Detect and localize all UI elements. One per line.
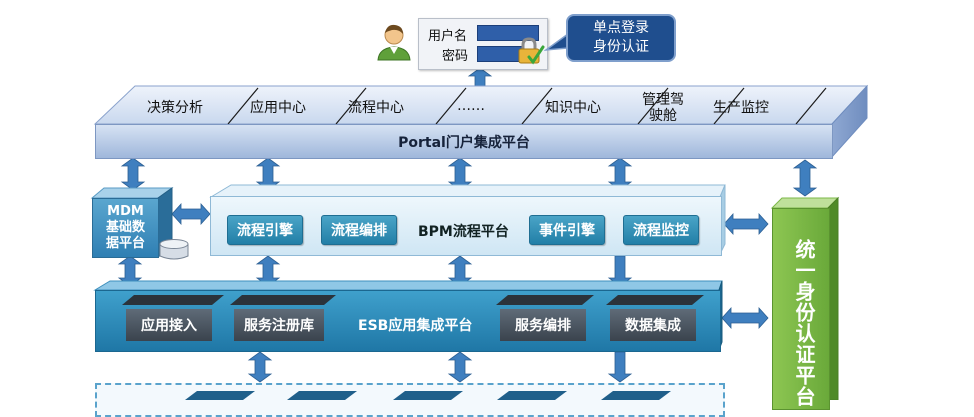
module-label: 数据集成: [625, 318, 681, 334]
portal-app-label: 生产监控: [713, 100, 769, 116]
bpm-module-process-orchestration[interactable]: 流程编排: [321, 215, 397, 245]
portal-app-app-center[interactable]: 应用中心: [233, 100, 323, 116]
arrow-bpm-to-identity: [723, 212, 769, 236]
portal-app-knowledge-center[interactable]: 知识中心: [528, 100, 618, 116]
portal-app-more[interactable]: ……: [426, 98, 516, 114]
portal-app-label: ……: [457, 98, 485, 114]
mdm-label-line1: MDM: [107, 204, 144, 219]
mdm-label-line3: 据平台: [105, 236, 145, 251]
module-label: 流程编排: [331, 223, 387, 239]
portal-app-process-center[interactable]: 流程中心: [331, 100, 421, 116]
lock-check-icon: [518, 37, 545, 65]
mdm-platform: MDM 基础数 据平台: [92, 198, 159, 258]
sso-callout-line1: 单点登录: [593, 20, 649, 36]
module-label: 服务注册库: [244, 318, 314, 334]
user-avatar-icon: [377, 24, 411, 61]
esb-title: ESB应用集成平台: [358, 318, 473, 334]
portal-app-label: 决策分析: [147, 100, 203, 116]
portal-app-management-cockpit[interactable]: 管理驾 驶舱: [618, 92, 708, 124]
database-icon: [159, 239, 189, 260]
bpm-module-process-monitor[interactable]: 流程监控: [623, 215, 699, 245]
bpm-platform: 流程引擎 流程编排 BPM流程平台 事件引擎 流程监控: [210, 196, 722, 256]
esb-module-service-orchestration[interactable]: 服务编排: [500, 309, 586, 341]
arrow-esb-to-systems-2: [447, 351, 473, 383]
arrow-esb-to-systems-1: [247, 351, 273, 383]
portal-platform: Portal门户集成平台: [95, 124, 833, 159]
bpm-module-process-engine[interactable]: 流程引擎: [227, 215, 303, 245]
arrow-esb-to-identity: [721, 306, 769, 330]
username-field[interactable]: [477, 25, 539, 41]
portal-title: Portal门户集成平台: [398, 134, 530, 151]
portal-app-decision[interactable]: 决策分析: [130, 100, 220, 116]
portal-app-label: 驶舱: [649, 108, 677, 124]
identity-title: 统一身份认证平台: [792, 239, 816, 407]
login-box: 用户名 密码: [418, 18, 548, 70]
identity-platform: 统一身份认证平台: [772, 208, 830, 410]
esb-module-data-integration[interactable]: 数据集成: [610, 309, 696, 341]
module-label: 流程引擎: [237, 223, 293, 239]
bpm-module-event-engine[interactable]: 事件引擎: [529, 215, 605, 245]
esb-module-app-access[interactable]: 应用接入: [126, 309, 212, 341]
sso-callout: 单点登录 身份认证: [566, 14, 676, 62]
bottom-system-blocks: [185, 391, 671, 400]
portal-app-production-monitor[interactable]: 生产监控: [696, 100, 786, 116]
portal-app-label: 应用中心: [250, 100, 306, 116]
module-label: 服务编排: [515, 318, 571, 334]
portal-app-label: 知识中心: [545, 100, 601, 116]
bpm-title: BPM流程平台: [418, 224, 509, 240]
portal-app-label: 管理驾: [642, 92, 684, 108]
module-label: 应用接入: [141, 318, 197, 334]
arrow-portal-to-identity: [792, 159, 818, 197]
module-label: 流程监控: [633, 223, 689, 239]
module-label: 事件引擎: [539, 223, 595, 239]
mdm-label-line2: 基础数: [105, 220, 145, 235]
portal-app-label: 流程中心: [348, 100, 404, 116]
username-label: 用户名: [428, 29, 468, 44]
sso-callout-line2: 身份认证: [593, 39, 649, 55]
esb-button-shadows: [122, 295, 704, 305]
mdm-label: MDM 基础数 据平台: [93, 204, 158, 252]
arrow-esb-to-systems-3: [607, 351, 633, 383]
architecture-diagram: 用户名 密码 单点登录 身份认证: [90, 14, 869, 417]
password-label: 密码: [442, 49, 469, 64]
esb-module-service-registry[interactable]: 服务注册库: [234, 309, 324, 341]
